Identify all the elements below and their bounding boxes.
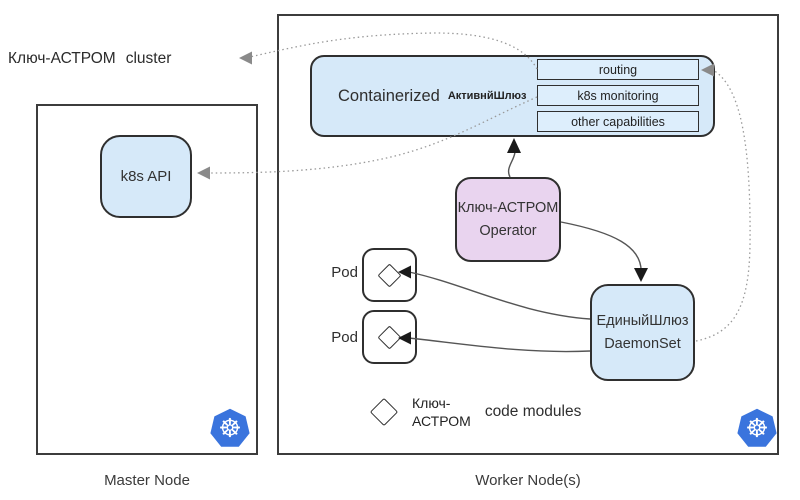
k8s-api-label: k8s API <box>120 168 172 185</box>
containerized-subtitle: АктивнйШлюз <box>447 90 527 102</box>
legend: Ключ- АСТРОМ code modules <box>368 394 581 430</box>
pod-1-box <box>362 248 417 302</box>
daemonset-line2: DaemonSet <box>604 335 681 352</box>
cluster-label-product: Ключ-АСТРОМ <box>8 50 116 67</box>
capability-list: routing k8s monitoring other capabilitie… <box>537 59 699 137</box>
capability-routing: routing <box>537 59 699 80</box>
operator-box: Ключ-АСТРОМ Operator <box>455 177 561 262</box>
operator-line1: Ключ-АСТРОМ <box>457 200 559 217</box>
master-node-label: Master Node <box>104 472 190 489</box>
module-diamond-icon <box>377 262 402 288</box>
legend-term-line1: Ключ- <box>412 395 451 411</box>
legend-term-line2: АСТРОМ <box>412 413 471 430</box>
cluster-arrowhead-icon <box>239 51 252 65</box>
daemonset-line1: ЕдиныйШлюз <box>596 313 689 330</box>
capability-k8s-monitoring: k8s monitoring <box>537 85 699 106</box>
legend-term: Ключ- АСТРОМ <box>412 394 471 430</box>
worker-node-label: Worker Node(s) <box>475 472 581 489</box>
daemonset-box: ЕдиныйШлюз DaemonSet <box>590 284 695 381</box>
module-diamond-icon <box>377 324 402 350</box>
cluster-label: Ключ-АСТРОМ cluster <box>8 50 171 68</box>
kubernetes-wheel-glyph: ☸ <box>218 413 242 443</box>
pod-2-box <box>362 310 417 364</box>
pod-2-label: Pod <box>331 329 358 346</box>
legend-description: code modules <box>484 403 582 421</box>
capability-other: other capabilities <box>537 111 699 132</box>
legend-diamond-icon <box>369 398 399 427</box>
cluster-label-text: cluster <box>125 50 172 67</box>
containerized-title: Containerized <box>338 86 440 105</box>
kubernetes-wheel-glyph: ☸ <box>745 413 769 443</box>
operator-line2: Operator <box>479 222 537 239</box>
k8s-api-box: k8s API <box>100 135 192 218</box>
pod-1-label: Pod <box>331 264 358 281</box>
